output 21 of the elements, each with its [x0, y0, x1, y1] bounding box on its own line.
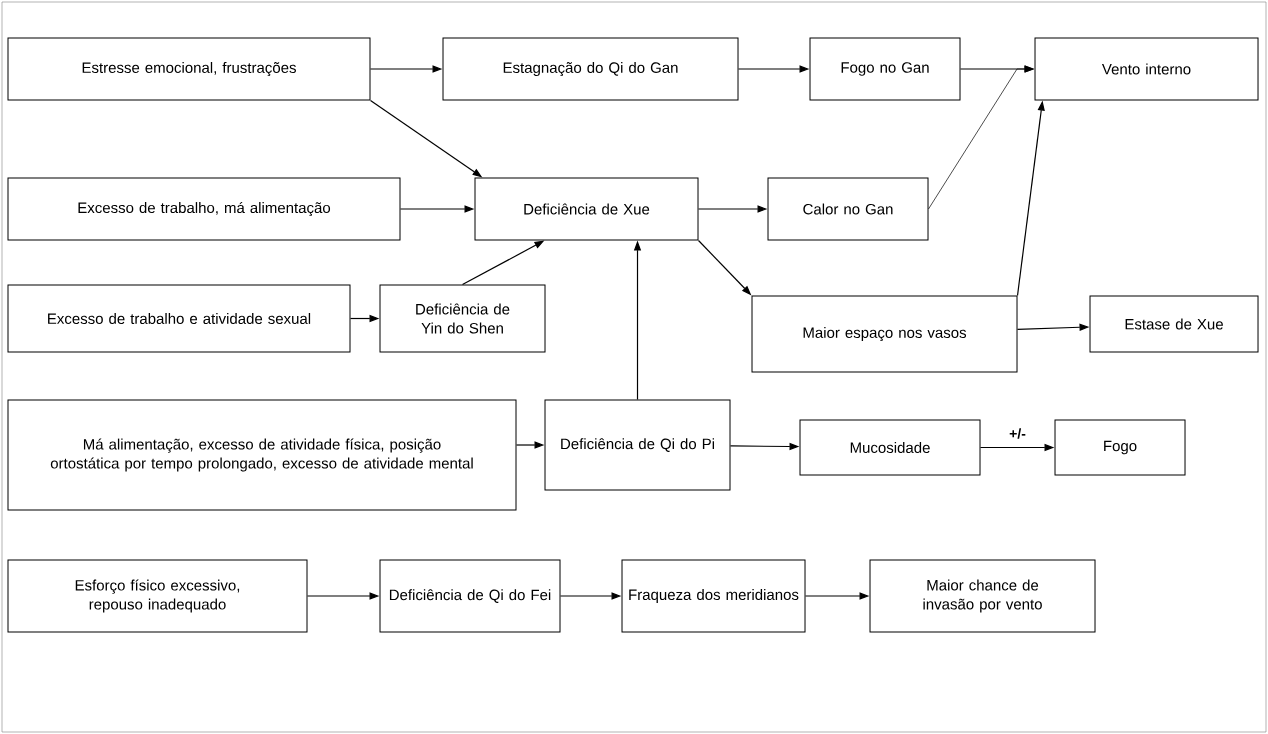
process-box: Fogo no Gan [809, 37, 961, 101]
process-box: Estresse emocional, frustrações [7, 37, 371, 101]
process-box: Esforço físico excessivo, repouso inadequado [7, 559, 308, 633]
process-box: Estase de Xue [1089, 295, 1259, 353]
process-box: Fogo [1054, 419, 1186, 476]
process-box: Vento interno [1034, 37, 1259, 101]
arrow [928, 65, 1034, 210]
edge-label: +/- [1008, 427, 1027, 440]
process-box: Deficiência de Qi do Pi [544, 399, 731, 491]
process-box: Maior chance de invasão por vento [869, 559, 1096, 633]
process-box: Calor no Gan [767, 177, 929, 241]
process-box: Má alimentação, excesso de atividade física, posição ortostática por tempo prolongado, excesso de atividade mental [7, 399, 517, 511]
process-box: Deficiência de Yin do Shen [379, 284, 546, 353]
process-box: Maior espaço nos vasos [751, 295, 1018, 373]
process-box: Estagnação do Qi do Gan [442, 37, 739, 101]
process-box: Deficiência de Xue [474, 177, 699, 241]
process-box: Excesso de trabalho, má alimentação [7, 177, 401, 241]
process-box: Excesso de trabalho e atividade sexual [7, 284, 351, 353]
process-box: Fraqueza dos meridianos [621, 559, 806, 633]
process-box: Mucosidade [799, 419, 981, 476]
process-box: Deficiência de Qi do Fei [379, 559, 561, 633]
